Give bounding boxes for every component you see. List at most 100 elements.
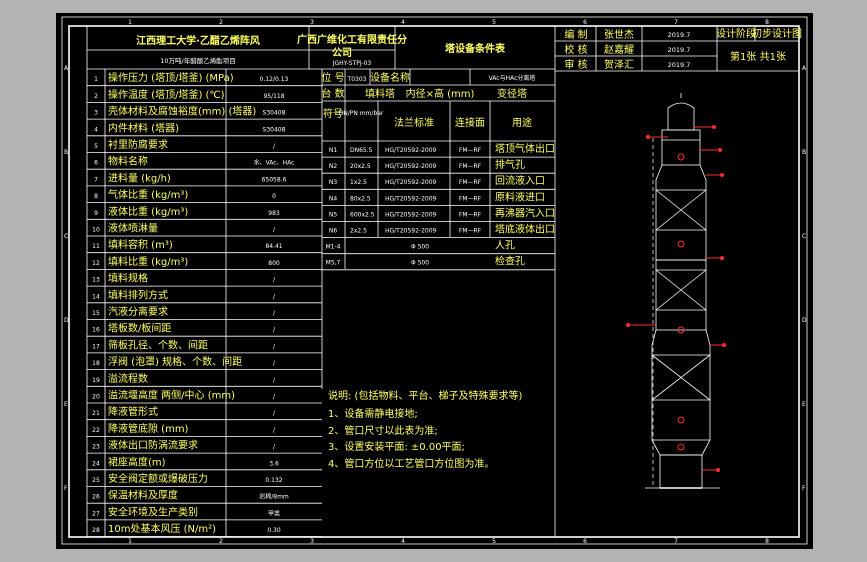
param-row-label: 保温材料及厚度 [108,489,178,502]
equipment-name-label: 设备名称 [370,71,410,84]
param-row-label: 汽液分离要求 [108,305,168,318]
param-row-value: 84.41 [265,243,282,250]
param-row-label: 安全阀定额或爆破压力 [108,472,208,485]
outer-frame [61,16,808,545]
quantity-label: 台 数 [321,87,344,100]
nozzle-purpose: 回流液入口 [495,174,545,187]
param-row-value: 983 [268,210,280,217]
param-row-number: 22 [92,427,100,434]
param-row-value: / [273,327,276,334]
tag-label: 位 号 [321,71,344,84]
param-row-number: 21 [92,410,100,417]
packing-bed-1 [655,189,707,231]
nozzle-symbol: N6 [329,228,337,235]
param-row-value: / [273,360,276,367]
nozzle-face: FM—RF [459,211,482,218]
param-row-value: 800 [268,260,280,267]
param-row-value: / [273,143,276,150]
param-row-value: 甲类 [268,509,280,517]
param-row-label: 气体比重 (kg/m³) [108,188,188,201]
university-name: 江西理工大学·乙醋乙烯阵风 [136,34,260,47]
param-row-value: / [273,444,276,451]
frame-row-label: B [802,149,806,156]
param-row-value: / [273,394,276,401]
param-row-number: 25 [92,477,100,484]
frame-col-label: 6 [583,538,587,545]
param-row-label: 衬里防腐要求 [108,138,168,151]
param-row-value: 岩棉/8mm [259,493,289,501]
nozzle-purpose: 塔底液体出口 [495,223,555,236]
note-item: 3、设置安装平面: ±0.00平面; [328,440,465,453]
sheet-info: 第1张 共1张 [730,50,786,63]
packing-bed-2 [655,269,707,311]
param-row-number: 5 [94,143,98,150]
project-name: 10万吨/年醋酸乙烯酯项目 [160,56,235,65]
param-row-label: 物料名称 [108,155,148,168]
param-row-number: 15 [92,310,100,317]
param-row-value: 0.12/0.13 [260,76,289,83]
frame-row-label: D [802,317,807,324]
date-reviewer: 2019.7 [668,61,691,69]
nozzle-standard: Φ 500 [411,260,429,267]
param-row-label: 溢流程数 [108,372,148,385]
role-checker: 校 核 [564,43,587,56]
frame-row-label: F [64,485,68,492]
frame-col-label: 1 [128,19,132,26]
title-block: 江西理工大学·乙醋乙烯阵风 10万吨/年醋酸乙烯酯项目 广西广维化工有限责任分 … [86,26,802,537]
param-row-number: 10 [92,227,100,234]
nozzle-standard: HG/T20592-2009 [385,179,437,186]
date-drafter: 2019.7 [668,31,691,39]
document-title: 塔设备条件表 [445,42,506,55]
param-row-value: 3.6 [269,460,279,467]
nozzle-purpose: 排气孔 [495,158,525,171]
note-item: 1、设备需静电接地; [328,407,418,420]
param-row-label: 液体出口防涡流要求 [108,439,198,452]
param-row-number: 17 [92,343,100,350]
frame-row-label: D [64,317,69,324]
param-row-label: 填料排列方式 [108,288,168,301]
notes-title: 说明: (包括物料、平台、梯子及特殊要求等) [328,389,522,402]
tower-top-head [667,102,695,131]
frame-col-label: 2 [219,19,223,26]
nozzle-face: FM—RF [459,147,482,154]
frame-col-label: 8 [765,19,769,26]
param-row-number: 24 [92,460,100,467]
param-row-value: 0 [272,193,276,200]
param-row-value: 0.30 [267,527,281,534]
note-item: 4、管口方位以工艺管口方位图为准。 [328,457,494,470]
nozzle-purpose: 塔顶气体出口 [495,142,555,155]
company-line-1: 广西广维化工有限责任分 [297,33,407,46]
company-line-2: 公司 [332,47,352,59]
param-row-label: 安全环境及生产类别 [108,505,198,518]
param-row-value: / [273,293,276,300]
param-row-number: 6 [94,160,98,167]
param-row-value: S30408 [263,110,286,117]
nozzle-size: 2x2.5 [350,228,367,235]
frame-row-label: F [802,485,806,492]
frame-col-label: 5 [492,538,496,545]
role-reviewer: 审 核 [564,58,587,71]
nozzle-standard: HG/T20592-2009 [385,147,437,154]
param-row-label: 降液管底隙 (mm) [108,422,189,435]
nozzle-header-purpose: 用途 [512,116,532,129]
frame-col-label: 8 [765,538,769,545]
param-row-label: 浮阀 (泡罩) 规格、个数、间距 [108,355,242,368]
nozzle-symbol: N3 [329,179,337,186]
nozzle-header-face: 连接面 [455,116,485,129]
param-row-number: 11 [92,243,100,250]
lower-middle-section [655,259,707,331]
nozzle-standard: HG/T20592-2009 [385,228,437,235]
param-row-label: 溢流堰高度 两侧/中心 (mm) [108,389,235,402]
nozzle-symbol: N1 [329,147,337,154]
nozzle-size: 20x2.5 [350,163,371,170]
param-row-number: 19 [92,377,100,384]
frame-col-label: 3 [310,19,314,26]
upper-section [661,129,701,166]
param-row-label: 填料容积 (m³) [108,238,173,251]
nozzle-size: 1x2.5 [350,179,367,186]
param-row-label: 填料比重 (kg/m³) [108,255,188,268]
param-row-number: 7 [94,176,98,183]
nozzle-face: FM—RF [459,163,482,170]
